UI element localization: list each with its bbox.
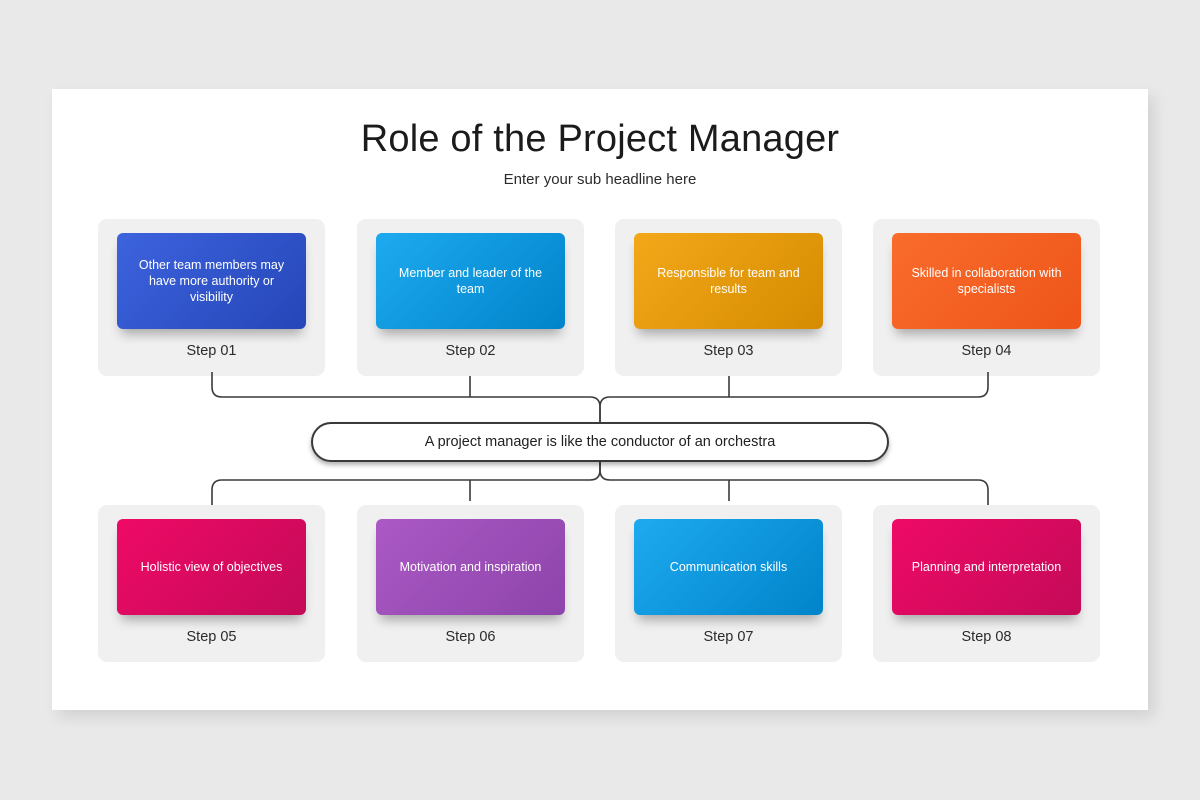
step-tile-02[interactable]: Member and leader of the team (376, 233, 565, 329)
step-label-05: Step 05 (186, 629, 237, 645)
step-label-07: Step 07 (703, 629, 754, 645)
step-panel-08[interactable]: Planning and interpretation Step 08 (873, 505, 1100, 662)
step-panel-01[interactable]: Other team members may have more authori… (98, 219, 325, 376)
step-label-02: Step 02 (445, 343, 496, 359)
step-text-06: Motivation and inspiration (399, 560, 542, 574)
step-panel-03[interactable]: Responsible for team and results Step 03 (615, 219, 842, 376)
step-text-07: Communication skills (669, 560, 788, 574)
step-tile-04[interactable]: Skilled in collaboration with specialist… (892, 233, 1081, 329)
step-panel-04[interactable]: Skilled in collaboration with specialist… (873, 219, 1100, 376)
step-label-08: Step 08 (961, 629, 1012, 645)
step-tile-03[interactable]: Responsible for team and results (634, 233, 823, 329)
step-text-01: Other team members may have more authori… (138, 258, 285, 304)
step-text-08: Planning and interpretation (911, 560, 1062, 574)
step-panel-05[interactable]: Holistic view of objectives Step 05 (98, 505, 325, 662)
center-statement-pill[interactable]: A project manager is like the conductor … (311, 422, 889, 462)
step-text-02: Member and leader of the team (398, 266, 543, 296)
step-label-06: Step 06 (445, 629, 496, 645)
connector-bottom-right-rail (599, 462, 989, 505)
connector-bottom-left-rail (211, 462, 601, 505)
page-subtitle: Enter your sub headline here (503, 171, 697, 188)
step-text-05: Holistic view of objectives (140, 560, 283, 574)
step-panel-02[interactable]: Member and leader of the team Step 02 (357, 219, 584, 376)
step-panel-06[interactable]: Motivation and inspiration Step 06 (357, 505, 584, 662)
step-label-01: Step 01 (186, 343, 237, 359)
step-text-04: Skilled in collaboration with specialist… (911, 266, 1062, 296)
step-panel-07[interactable]: Communication skills Step 07 (615, 505, 842, 662)
step-tile-01[interactable]: Other team members may have more authori… (117, 233, 306, 329)
step-label-03: Step 03 (703, 343, 754, 359)
connector-top-right-rail (599, 372, 989, 422)
connector-top-left-rail (211, 372, 601, 422)
step-text-03: Responsible for team and results (657, 266, 800, 296)
page-title: Role of the Project Manager (360, 118, 840, 160)
step-tile-06[interactable]: Motivation and inspiration (376, 519, 565, 615)
step-tile-07[interactable]: Communication skills (634, 519, 823, 615)
slide-canvas: Role of the Project Manager Enter your s… (52, 89, 1148, 710)
step-label-04: Step 04 (961, 343, 1012, 359)
step-tile-08[interactable]: Planning and interpretation (892, 519, 1081, 615)
center-statement-text: A project manager is like the conductor … (424, 434, 776, 450)
step-tile-05[interactable]: Holistic view of objectives (117, 519, 306, 615)
